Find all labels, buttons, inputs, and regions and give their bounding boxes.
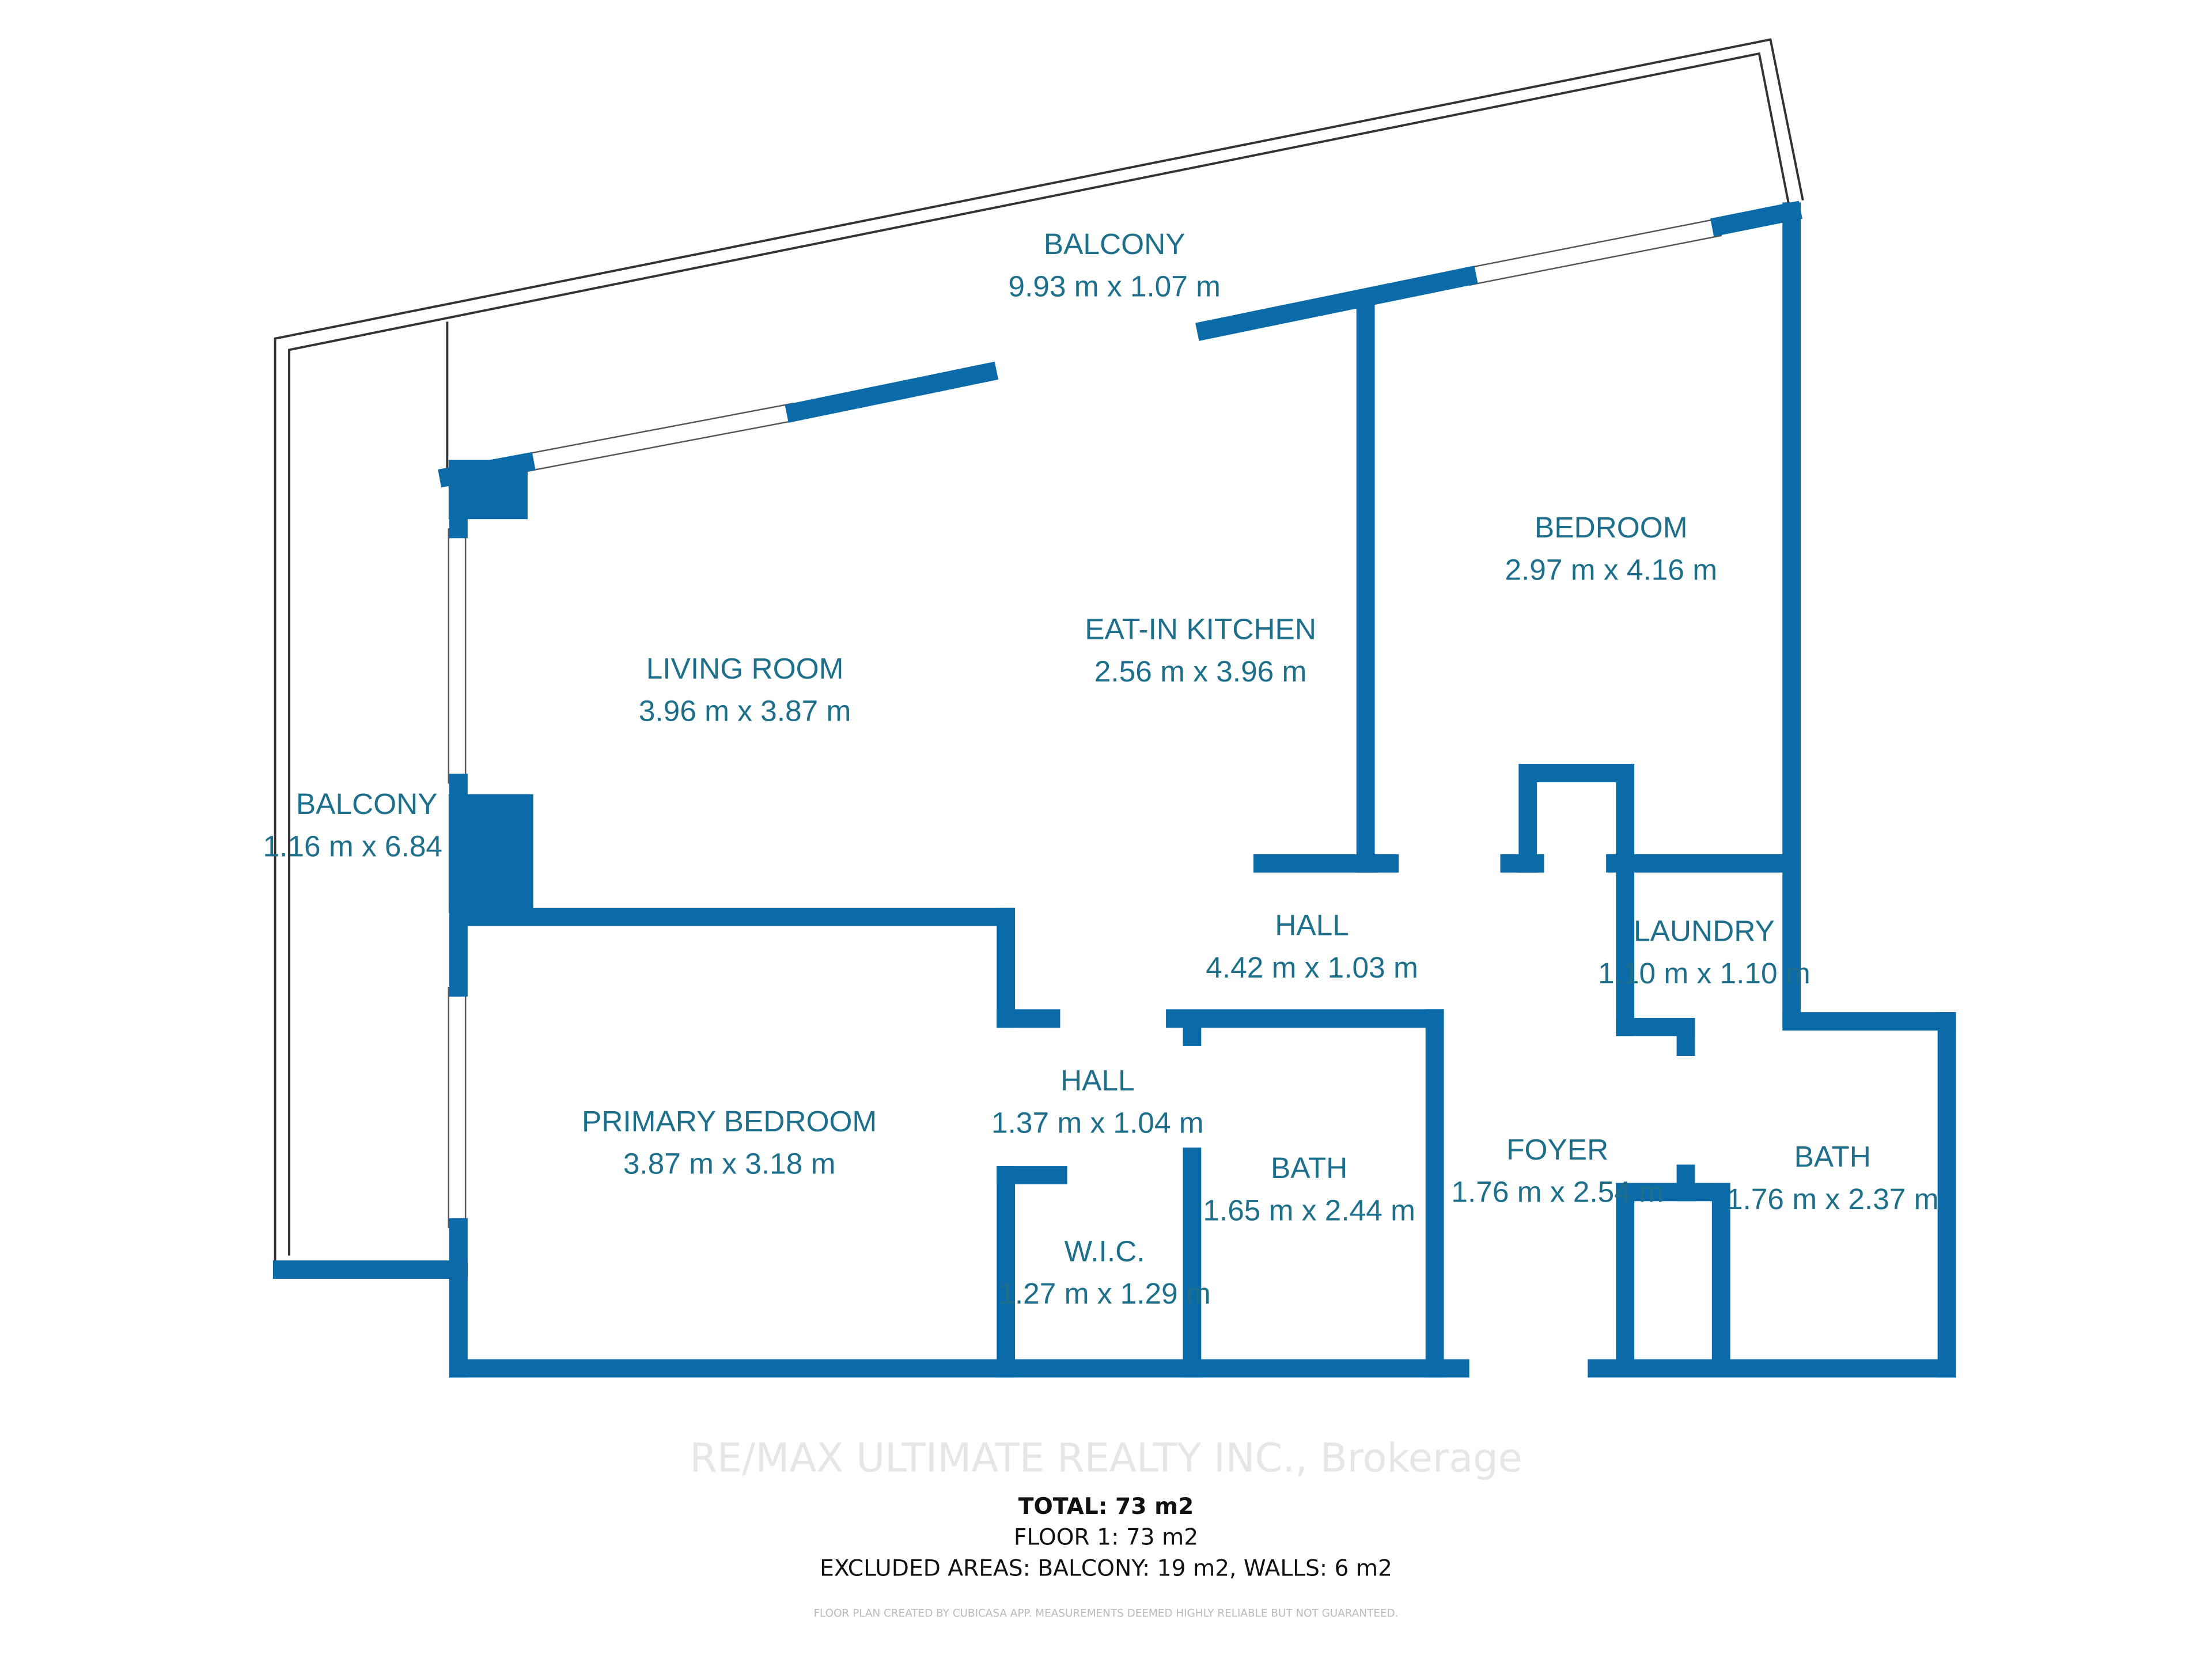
room-hall-2: HALL 1.37 m x 1.04 m (991, 1063, 1204, 1139)
svg-text:1.27 m x 1.29 m: 1.27 m x 1.29 m (998, 1277, 1211, 1310)
room-living: LIVING ROOM 3.96 m x 3.87 m (639, 652, 851, 727)
svg-text:1.16 m x 6.84: 1.16 m x 6.84 (263, 830, 442, 863)
room-primary-bedroom: PRIMARY BEDROOM 3.87 m x 3.18 m (582, 1104, 877, 1180)
excluded-areas: EXCLUDED AREAS: BALCONY: 19 m2, WALLS: 6… (820, 1556, 1392, 1582)
disclaimer: FLOOR PLAN CREATED BY CUBICASA APP. MEAS… (814, 1608, 1399, 1620)
svg-text:2.97 m x 4.16 m: 2.97 m x 4.16 m (1505, 553, 1717, 586)
svg-text:PRIMARY BEDROOM: PRIMARY BEDROOM (582, 1104, 877, 1138)
svg-text:3.87 m x 3.18 m: 3.87 m x 3.18 m (623, 1147, 836, 1180)
svg-text:HALL: HALL (1275, 908, 1349, 942)
svg-text:3.96 m x 3.87 m: 3.96 m x 3.87 m (639, 694, 851, 727)
svg-text:1.10 m x 1.10 m: 1.10 m x 1.10 m (1598, 956, 1810, 990)
room-bath-1: BATH 1.65 m x 2.44 m (1203, 1151, 1415, 1226)
svg-text:4.42 m x 1.03 m: 4.42 m x 1.03 m (1206, 950, 1418, 984)
svg-text:2.56 m x 3.96 m: 2.56 m x 3.96 m (1094, 654, 1307, 688)
svg-text:9.93 m x 1.07 m: 9.93 m x 1.07 m (1008, 269, 1221, 302)
room-bath-2: BATH 1.76 m x 2.37 m (1726, 1139, 1939, 1215)
walls (272, 200, 1956, 1378)
watermark: RE/MAX ULTIMATE REALTY INC., Brokerage (690, 1435, 1522, 1481)
room-balcony-top: BALCONY 9.93 m x 1.07 m (1008, 227, 1221, 302)
svg-text:BATH: BATH (1794, 1139, 1871, 1173)
svg-text:1.65 m x 2.44 m: 1.65 m x 2.44 m (1203, 1193, 1415, 1226)
svg-text:HALL: HALL (1060, 1063, 1135, 1097)
svg-text:LAUNDRY: LAUNDRY (1634, 914, 1775, 947)
svg-text:BATH: BATH (1271, 1151, 1347, 1184)
room-hall: HALL 4.42 m x 1.03 m (1206, 908, 1418, 984)
room-foyer: FOYER 1.76 m x 2.54 m (1451, 1132, 1664, 1208)
room-wic: W.I.C. 1.27 m x 1.29 m (998, 1234, 1211, 1309)
balcony-outline (274, 38, 1804, 1263)
svg-text:LIVING ROOM: LIVING ROOM (646, 652, 844, 685)
windows (448, 218, 1722, 1228)
room-kitchen: EAT-IN KITCHEN 2.56 m x 3.96 m (1085, 612, 1316, 687)
svg-text:EAT-IN KITCHEN: EAT-IN KITCHEN (1085, 612, 1316, 645)
svg-text:1.37 m x 1.04 m: 1.37 m x 1.04 m (991, 1106, 1204, 1139)
room-bedroom: BEDROOM 2.97 m x 4.16 m (1505, 510, 1717, 586)
svg-text:BEDROOM: BEDROOM (1535, 510, 1688, 544)
floor-area: FLOOR 1: 73 m2 (1014, 1525, 1198, 1551)
svg-text:1.76 m x 2.37 m: 1.76 m x 2.37 m (1726, 1182, 1939, 1215)
svg-text:BALCONY: BALCONY (296, 787, 438, 820)
svg-text:FOYER: FOYER (1506, 1132, 1608, 1166)
svg-text:BALCONY: BALCONY (1044, 227, 1185, 260)
svg-text:W.I.C.: W.I.C. (1065, 1234, 1145, 1267)
room-labels: BALCONY 9.93 m x 1.07 m BEDROOM 2.97 m x 4… (263, 227, 1939, 1310)
total-area: TOTAL: 73 m2 (1018, 1494, 1194, 1520)
room-laundry: LAUNDRY 1.10 m x 1.10 m (1598, 914, 1810, 989)
room-balcony-left: BALCONY 1.16 m x 6.84 (263, 787, 442, 862)
svg-text:1.76 m x 2.54 m: 1.76 m x 2.54 m (1451, 1175, 1664, 1209)
area-summary: TOTAL: 73 m2 FLOOR 1: 73 m2 EXCLUDED ARE… (814, 1494, 1399, 1620)
